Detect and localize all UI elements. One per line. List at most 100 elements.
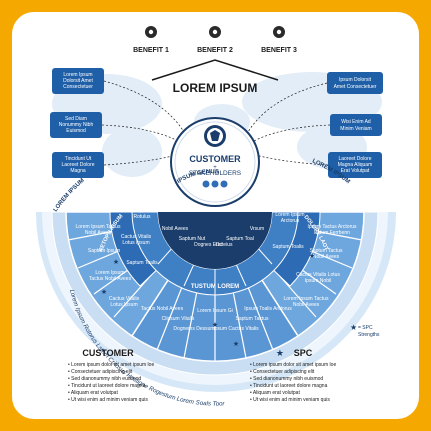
right-callout-3 [328,152,382,178]
genus-label: Vrsum [250,226,264,232]
hub-plus: + [213,165,217,171]
star-icon: ★ [101,288,107,296]
segment-label: Lorem Ipsum Tactus [76,224,121,230]
star-icon: ★ [187,211,193,219]
inner-label: Arctorus [145,194,164,200]
bottom-label: Clipsum Vitalis [162,316,195,322]
segment-label: Tactus Nobil Avees [89,276,132,282]
segment-label: Lorem Ipsum Tactus [284,296,329,302]
segment-label: Nobil Avees [293,302,320,308]
callout-text: Nonummy Nibh [59,122,94,128]
customer-bullet: • Consectetuer adipiscing elit [68,369,133,375]
inner-label: Rotulus [134,214,151,220]
callout-text: Erat Volutpat [341,168,370,174]
genus-label: Octeius [216,242,233,248]
segment-label: Ipsum Tactus Arctorus [307,224,357,230]
globe-icon [211,180,219,188]
callout-text: Tincidunt Ut [65,156,92,162]
genus-label: Saptum Toal [226,236,254,242]
star-markers: ★ ★ ★ ★ ★ ★ ★ [101,211,315,348]
bottom-label: Ipsum Cactus Vitalis [213,326,259,332]
benefit-3-label: BENEFIT 3 [261,47,297,54]
callout-text: Lorem Ipsum [63,72,92,78]
bottom-label: Ipsum Toalis Arctorus [244,306,292,312]
segment-label: Lorem Ipsum [95,270,124,276]
segment-label: Nobil Avees [85,230,112,236]
inner-label: Ipsum Toalis [140,188,168,194]
spc-bullet: • Consectetuer adipiscing elit [250,369,315,375]
genus-label: Dognes Erat [194,242,222,248]
callout-text: Minim Veniam [340,126,371,132]
segment-label: Saptum Tactus [310,248,343,254]
left-callout-2 [50,112,102,138]
customer-bullet: • Ut wisi enim ad minim veniam quis [68,397,148,403]
benefit-2-label: BENEFIT 2 [197,47,233,54]
infographic-card: BENEFIT 1 BENEFIT 2 BENEFIT 3 LOREM IPSU… [12,12,419,419]
left-callouts: Lorem Ipsum Dolorsit Amet Consectetuer S… [50,68,185,178]
star-icon: ★ [241,214,247,222]
spc-bullet: • Lorem ipsum dolor sit amet ipsum loe [250,362,336,368]
customer-bullet: • Aliquam erat volutpat [68,390,118,396]
customer-list: CUSTOMER • Lorem ipsum dolor sit amet ip… [68,348,154,403]
right-callout-1 [327,72,383,94]
inner-label: Saptum Toalis [126,260,158,266]
spc-bullet: • Aliquam erat volutpat [250,390,300,396]
segment-label: Ipsum Nobil [305,278,331,284]
segment-label: Cactus Vitalis [109,296,140,302]
legend-label-2: Strengths [358,332,380,338]
benefit-2: BENEFIT 2 [197,26,233,54]
right-callouts: Ipsum Dolorsit Amet Consectetuer Wisi En… [247,72,383,178]
bottom-label: Tactus Nobil Avees [141,306,184,312]
roof-line [151,59,279,81]
callout-text: Ipsum Dolorsit [339,77,372,83]
callout-text: Dolorsit Amet [63,78,93,84]
spc-bullet: • Ut wisi enim ad minim veniam quis [250,397,330,403]
callout-text: Amet Consectetuer [334,84,377,90]
callout-text: Consectetuer [63,84,93,90]
genus-label: Saptum Nut [179,236,206,242]
inner-label: Arctorus [281,218,300,224]
callout-text: Magna [70,168,86,174]
chart-icon [220,180,228,188]
star-icon: ★ [309,252,315,260]
hub-subtitle: STAKEHOLDERS [189,170,242,177]
bottom-label: Dognems Dessum [173,326,214,332]
star-icon: ★ [212,321,218,329]
inner-label: Ipsum Cactus [261,188,292,194]
inner-label: Saptum [133,208,150,214]
benefit-1: BENEFIT 1 [133,26,169,54]
callout-text: Laoreet Dolore [338,156,371,162]
right-callout-2 [330,114,382,136]
spc-bullet: • Sed dianonummy nibh euismod [250,376,323,382]
infographic: BENEFIT 1 BENEFIT 2 BENEFIT 3 LOREM IPSU… [12,12,396,408]
customer-bullet: • Tincidunt ut laoreet dolore magna [68,383,146,389]
inner-label: Saptum Toalis [272,244,304,250]
left-callout-3 [52,152,104,178]
callout-text: Wisi Enim Ad [341,119,371,125]
inner-label: Lorem Ipsum [275,212,304,218]
star-icon: ★ [350,323,357,332]
spc-bullet: • Tincidunt ut laoreet dolore magna [250,383,328,389]
left-arc-label: LOREM IPSUM [53,178,86,214]
benefit-1-label: BENEFIT 1 [133,47,169,54]
customer-title: CUSTOMER [82,348,134,358]
star-icon: ★ [233,340,239,348]
segment-label: Nobil Avees [313,254,340,260]
genus-label: Nobil Avees [162,226,189,232]
callout-text: Laoreet Dolore [61,162,94,168]
star-icon: ★ [276,348,284,358]
inner-label: Lotus Ipsum [122,240,149,246]
bottom-label: Saptum Tactus [236,316,269,322]
customer-bullet: • Sed dianonummy nibh euismod [68,376,141,382]
star-icon: ★ [113,258,119,266]
main-title: LOREM IPSUM [173,81,258,95]
left-callout-1 [52,68,104,94]
callout-text: Sed Diam [65,116,87,122]
segment-label: Lotus Ipsum [110,302,137,308]
hub-title: CUSTOMER [189,154,241,164]
callout-text: Euismod [66,128,86,134]
spc-list: ★ SPC • Lorem ipsum dolor sit amet ipsum… [250,348,336,403]
inner-label: Arctorus [267,194,286,200]
legend: ★ = SPC Strengths [350,323,380,338]
